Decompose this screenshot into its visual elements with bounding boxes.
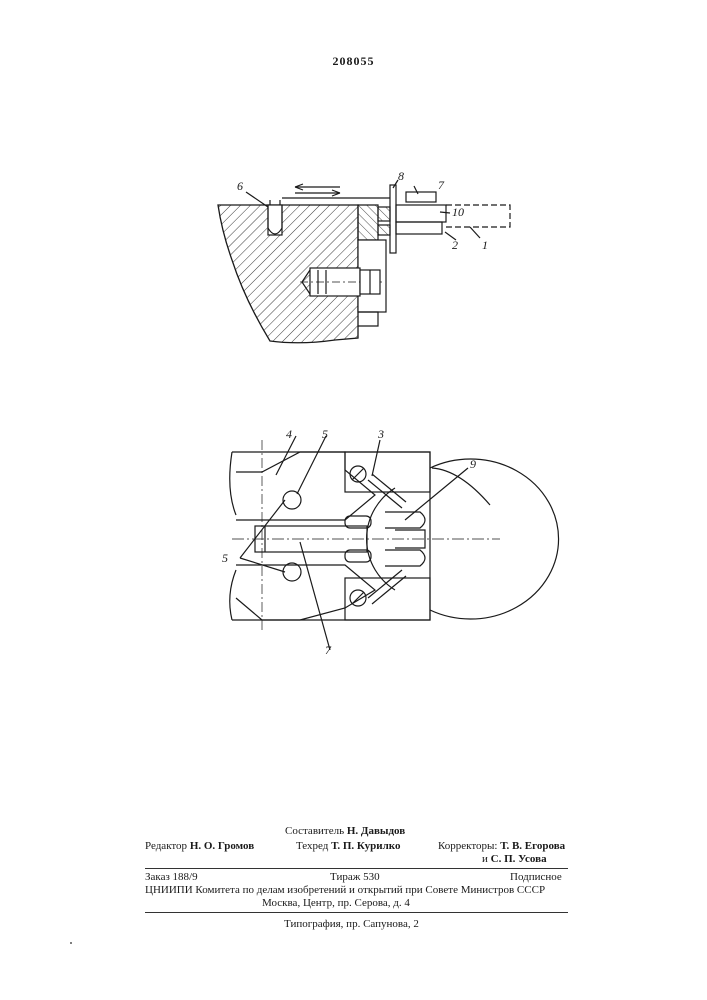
techred-label: Техред [296,840,328,852]
callout-4: 4 [286,427,292,441]
order-number: Заказ 188/9 [145,871,198,884]
jaw-4 [236,452,375,520]
corrector-2: С. П. Усова [491,853,547,865]
stepped-block [358,205,378,240]
techred-line: Техред Т. П. Курилко [296,840,400,853]
corrector-2-line: и С. П. Усова [482,853,547,866]
callout-5-left: 5 [222,551,228,565]
editor-label: Редактор [145,840,187,852]
divider-top [145,868,568,869]
printing-line: Типография, пр. Сапунова, 2 [284,918,419,931]
editor-name: Н. О. Громов [190,840,254,852]
scan-speck [70,942,72,944]
org-line: ЦНИИПИ Комитета по делам изобретений и о… [145,884,545,897]
callout-1: 1 [482,238,488,252]
address-line: Москва, Центр, пр. Серова, д. 4 [262,897,410,910]
callout-7: 7 [438,178,445,192]
figure-2-plan [230,436,559,650]
callout-5-top: 5 [322,427,328,441]
editor-line: Редактор Н. О. Громов [145,840,254,853]
divider-bottom [145,912,568,913]
compiler-label: Составитель [285,825,344,837]
callout-6: 6 [237,179,243,193]
compiler-line: Составитель Н. Давыдов [285,825,405,838]
correctors-label: Корректоры: [438,840,497,852]
compiler-name: Н. Давыдов [347,825,405,837]
circulation: Тираж 530 [330,871,380,884]
callout-9: 9 [470,457,476,471]
callout-10: 10 [452,205,464,219]
callout-7-bottom: 7 [325,643,332,657]
callout-3: 3 [377,427,384,441]
callout-8: 8 [398,169,404,183]
subscription: Подписное [510,871,562,884]
correctors-line: Корректоры: Т. В. Егорова [438,840,565,853]
corrector-1: Т. В. Егорова [500,840,565,852]
callout-2: 2 [452,238,458,252]
corrector-2-prefix: и [482,853,488,865]
figure-1-section [218,180,510,343]
techred-name: Т. П. Курилко [331,840,400,852]
